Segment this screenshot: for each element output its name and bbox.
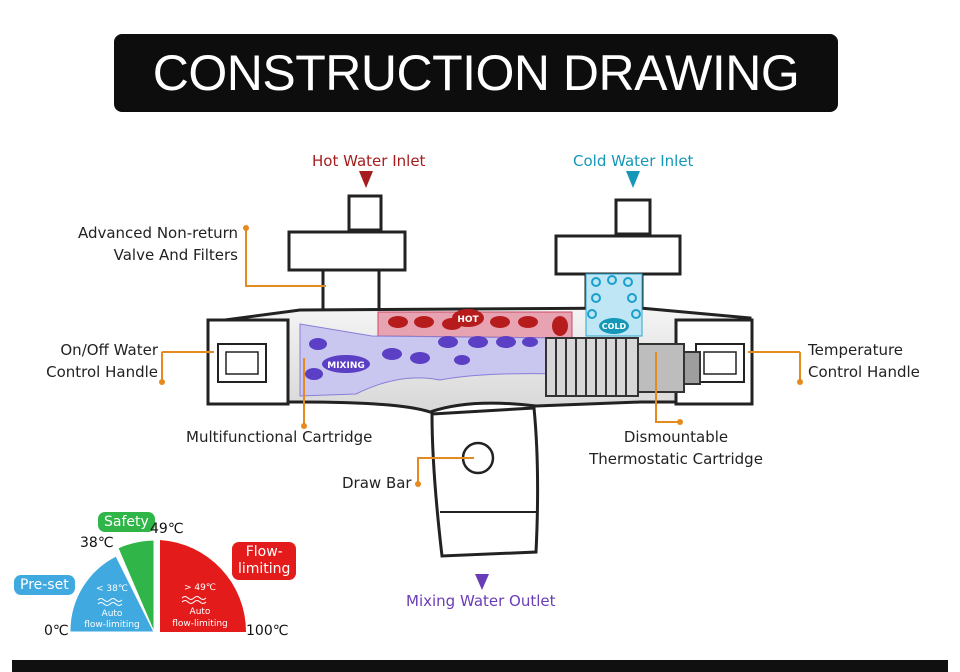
cold-droplets — [587, 275, 641, 319]
draw-bar-label: Draw Bar — [342, 474, 412, 492]
cold-tag-text: COLD — [602, 322, 627, 331]
hot-tag: HOT — [452, 309, 484, 327]
mixing-tag: MIXING — [322, 355, 370, 373]
flow-limiting-badge: Flow- limiting — [232, 542, 297, 580]
outlet-arrow — [475, 574, 489, 590]
page-title: CONSTRUCTION DRAWING — [152, 45, 800, 101]
temperature-handle-line1: Temperature — [808, 341, 904, 359]
hot-water-inlet-label: Hot Water Inlet — [312, 152, 426, 170]
gauge-green-sector — [117, 539, 155, 633]
temp-100-label: 100℃ — [246, 623, 289, 639]
gauge-red-line1: > 49℃ — [184, 583, 216, 593]
title-banner: CONSTRUCTION DRAWING — [114, 34, 838, 112]
leader-lines — [161, 228, 801, 484]
hot-tag-text: HOT — [457, 315, 479, 325]
flow-limiting-line2: limiting — [238, 561, 291, 577]
gauge-wave-icons — [97, 596, 207, 606]
temperature-handle-line2: Control Handle — [808, 363, 920, 381]
cold-inlet-arrow — [626, 171, 640, 188]
temp-49-label: 49℃ — [150, 521, 184, 537]
mixing-water-outlet-label: Mixing Water Outlet — [406, 592, 556, 610]
non-return-valve-label: Advanced Non-return Valve And Filters — [40, 222, 238, 266]
preset-badge: Pre-set — [14, 575, 75, 595]
hot-inlet-arrow — [359, 171, 373, 188]
gauge-blue-line3: flow-limiting — [84, 620, 140, 630]
multifunctional-cartridge-label: Multifunctional Cartridge — [186, 428, 373, 446]
leader-dots — [159, 225, 803, 487]
thermostatic-cartridge-line2: Thermostatic Cartridge — [589, 450, 763, 468]
hot-droplets — [388, 316, 568, 336]
gauge-blue-sector — [69, 555, 155, 633]
gauge-red-line3: flow-limiting — [172, 619, 228, 629]
bottom-bar — [12, 660, 948, 672]
temperature-gauge — [69, 539, 247, 633]
flow-limiting-line1: Flow- — [245, 544, 283, 560]
thermostatic-cartridge — [545, 337, 701, 397]
gauge-blue-line2: Auto — [102, 609, 123, 619]
cold-tag: COLD — [599, 318, 629, 334]
mixing-tag-text: MIXING — [327, 361, 365, 371]
gauge-blue-line1: < 38℃ — [96, 584, 128, 594]
gauge-red-sector — [160, 540, 247, 632]
outlet-spout — [430, 406, 540, 558]
temperature-handle-label: Temperature Control Handle — [808, 339, 920, 383]
hot-inlet-fitting — [287, 194, 407, 314]
gauge-red-line2: Auto — [190, 607, 211, 617]
temp-0-label: 0℃ — [44, 623, 69, 639]
onoff-handle-label: On/Off Water Control Handle — [20, 339, 158, 383]
non-return-valve-line1: Advanced Non-return — [77, 224, 238, 242]
cold-water-inlet-label: Cold Water Inlet — [573, 152, 694, 170]
thermostatic-cartridge-label: Dismountable Thermostatic Cartridge — [584, 426, 768, 470]
onoff-handle-line1: On/Off Water — [60, 341, 158, 359]
onoff-handle-line2: Control Handle — [46, 363, 158, 381]
thermostatic-cartridge-line1: Dismountable — [623, 428, 729, 446]
temp-38-label: 38℃ — [80, 535, 114, 551]
mixing-droplets — [305, 336, 538, 380]
non-return-valve-line2: Valve And Filters — [113, 246, 238, 264]
safety-badge: Safety — [98, 512, 155, 532]
